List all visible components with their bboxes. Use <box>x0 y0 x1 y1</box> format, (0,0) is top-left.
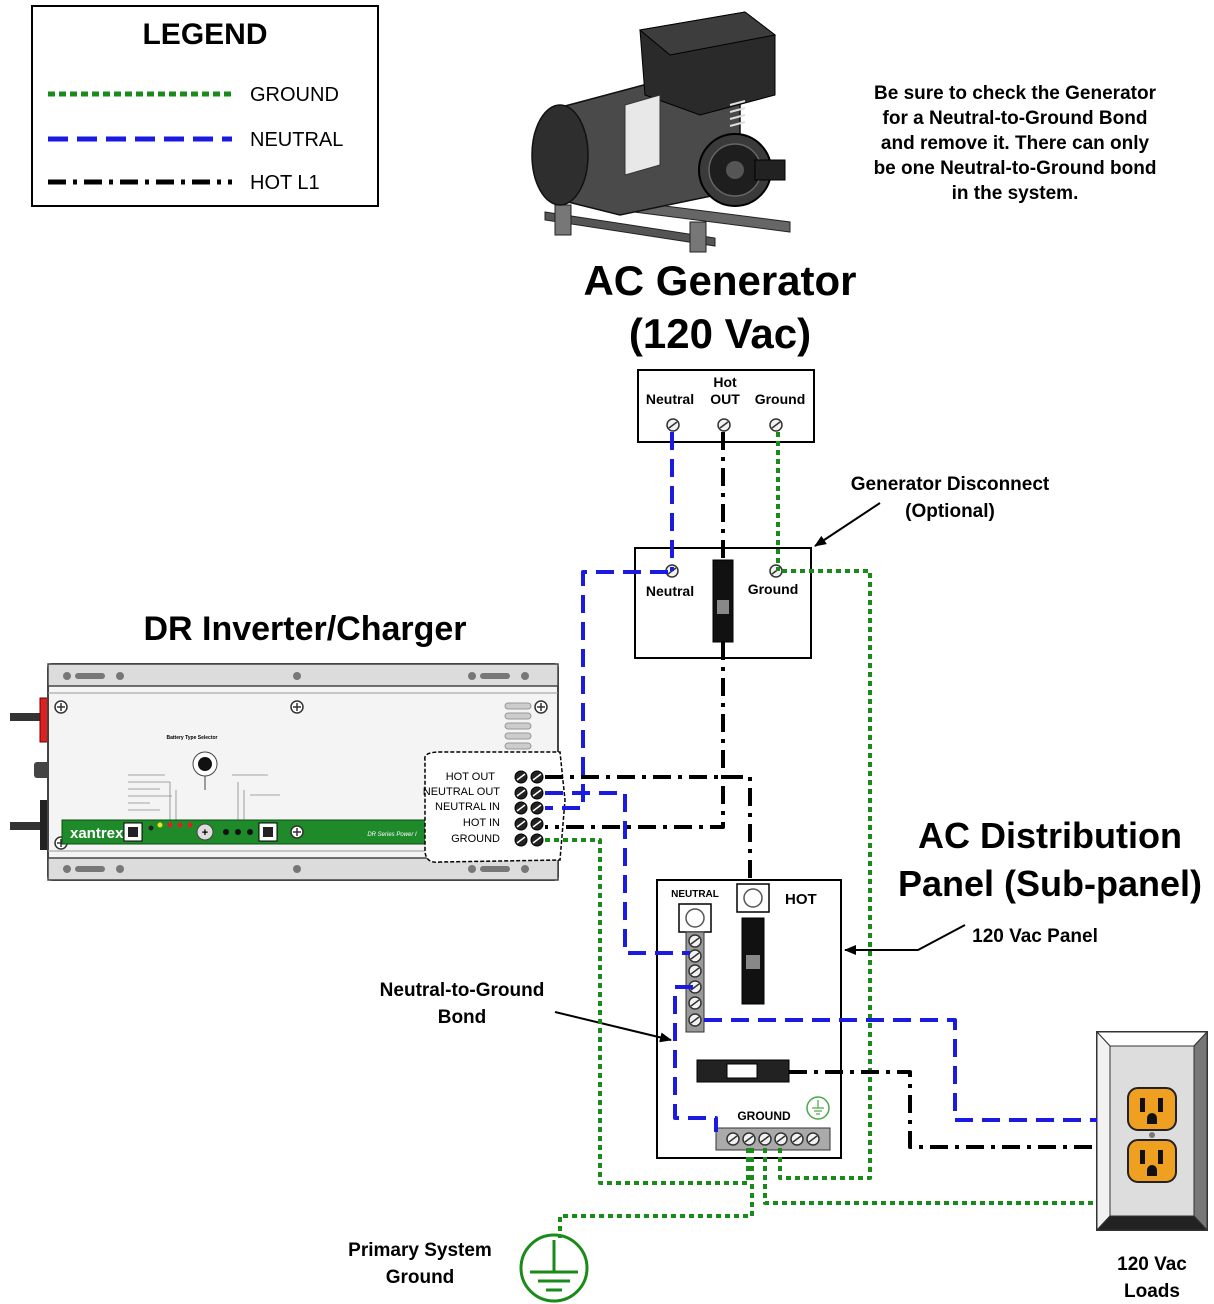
disconnect-label-line1: Generator Disconnect <box>851 474 1050 495</box>
svg-text:+: + <box>202 827 208 839</box>
note-line-2: for a Neutral-to-Ground Bond <box>883 108 1148 129</box>
system-ground-label-line2: Ground <box>386 1267 455 1288</box>
neutral-wire-disconnect-to-inverter <box>545 570 668 810</box>
panel-callout-label: 120 Vac Panel <box>972 926 1098 947</box>
legend-neutral-label: NEUTRAL <box>250 129 343 151</box>
panel-hot-label: HOT <box>785 891 817 908</box>
battery-selector-label: Battery Type Selector <box>166 735 217 741</box>
dr-series-label: DR Series Power I <box>367 832 417 838</box>
generator-terminal-box: Neutral Hot OUT Ground <box>637 369 815 443</box>
ground-wire-disconnect-to-panel <box>778 569 872 1180</box>
generator-neutral-label: Neutral <box>646 391 694 407</box>
inverter-terminal-area <box>424 751 566 863</box>
primary-ground-icon <box>519 1233 589 1303</box>
neutral-wire-panel-to-outlet <box>704 1018 1097 1122</box>
generator-hot-screw <box>717 418 731 432</box>
disconnect-label-line2: (Optional) <box>905 501 995 522</box>
panel-ground-label: GROUND <box>737 1109 791 1123</box>
neutral-bond-wire <box>673 985 718 1132</box>
hot-wire-inverter-to-panel <box>545 775 752 884</box>
generator-disconnect-box: Neutral Ground <box>634 547 812 659</box>
loads-label-line2: Loads <box>1124 1281 1180 1302</box>
legend-title: LEGEND <box>142 18 267 51</box>
hot-wire-disconnect-to-inverter <box>545 642 725 829</box>
hot-wire-panel-to-outlet <box>789 1070 1097 1149</box>
ground-wire-panel-to-system-ground <box>558 1148 754 1238</box>
generator-hot-label: Hot <box>713 374 737 390</box>
bond-label-line1: Neutral-to-Ground <box>380 980 545 1001</box>
disconnect-neutral-label: Neutral <box>646 583 694 599</box>
note-line-1: Be sure to check the Generator <box>874 83 1157 104</box>
xantrex-logo: xantrex <box>70 825 124 842</box>
note-line-3: and remove it. There can only <box>881 133 1150 154</box>
terminal-neutral-in-label: NEUTRAL IN <box>435 801 500 813</box>
loads-label-line1: 120 Vac <box>1117 1254 1187 1275</box>
bond-label-line2: Bond <box>438 1007 487 1028</box>
bond-callout-arrow <box>554 1011 672 1043</box>
generator-ground-screw <box>769 418 783 432</box>
legend: LEGEND GROUND NEUTRAL HOT L1 <box>31 5 379 207</box>
generator-ground-label: Ground <box>755 391 806 407</box>
terminal-hot-out-label: HOT OUT <box>446 771 496 783</box>
generator-icon <box>531 11 791 253</box>
note-line-5: in the system. <box>952 183 1079 204</box>
legend-hot-label: HOT L1 <box>250 172 320 194</box>
disconnect-callout-arrow <box>814 502 881 547</box>
terminal-neutral-out-label: NEUTRAL OUT <box>423 786 500 798</box>
generator-out-label: OUT <box>710 391 740 407</box>
distribution-panel: NEUTRAL HOT GROUND <box>656 879 842 1159</box>
legend-ground-label: GROUND <box>250 84 339 106</box>
panel-neutral-label: NEUTRAL <box>671 889 719 900</box>
terminal-hot-in-label: HOT IN <box>463 817 500 829</box>
inverter-power-button[interactable] <box>196 823 214 841</box>
panel-title-line1: AC Distribution <box>918 815 1182 856</box>
inverter-title: DR Inverter/Charger <box>143 610 466 648</box>
ground-wire-inverter-to-panel <box>545 838 750 1185</box>
neutral-wire-inverter-to-panel <box>545 791 690 955</box>
note-line-4: be one Neutral-to-Ground bond <box>874 158 1157 179</box>
disconnect-ground-label: Ground <box>748 581 799 597</box>
system-ground-label-line1: Primary System <box>348 1240 492 1261</box>
generator-note: Be sure to check the Generator for a Neu… <box>874 83 1157 204</box>
generator-title-line1: AC Generator <box>583 257 856 304</box>
generator-title-line2: (120 Vac) <box>629 310 811 357</box>
terminal-ground-label: GROUND <box>451 833 500 845</box>
ground-bus-bar <box>715 1127 831 1151</box>
panel-title-line2: Panel (Sub-panel) <box>898 863 1202 904</box>
inverter-unit: Battery Type Selector xantrex DR Series … <box>10 663 566 881</box>
ground-wire-panel-to-outlet <box>763 1148 1097 1205</box>
panel-callout-arrow <box>844 924 966 955</box>
generator-neutral-screw <box>666 418 680 432</box>
outlet-120vac <box>1095 1030 1209 1232</box>
